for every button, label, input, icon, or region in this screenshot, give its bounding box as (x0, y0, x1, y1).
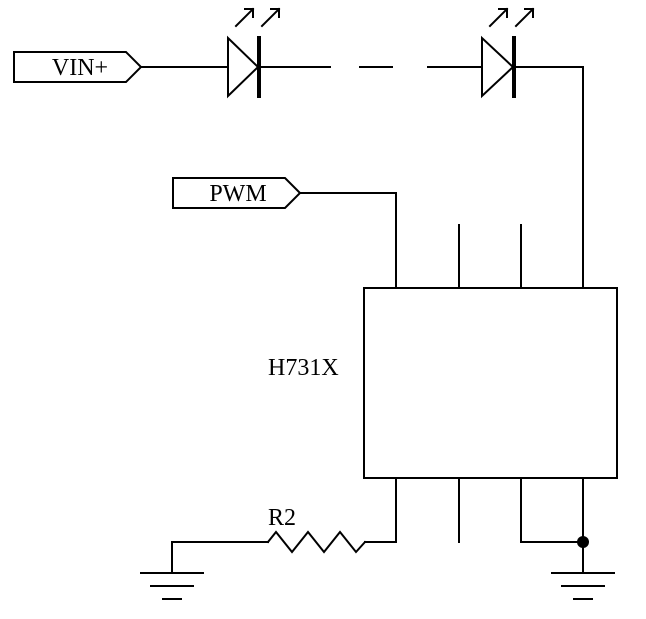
resistor-r2: R2 (171, 505, 397, 574)
vin-label: VIN+ (52, 55, 108, 81)
ic-pin-bottom-3 (520, 477, 584, 543)
led-2-emission-arrows (488, 7, 535, 28)
pwm-port: PWM (172, 177, 302, 209)
r2-zigzag (266, 530, 367, 554)
led-1 (227, 7, 281, 99)
pwm-wire (299, 192, 397, 289)
led-2 (481, 7, 535, 99)
led-1-emission-arrows (234, 7, 281, 28)
vin-port: VIN+ (13, 51, 143, 83)
ic-h731x (363, 224, 618, 543)
r2-wire-left (171, 541, 269, 574)
ground-right-symbol (551, 572, 615, 600)
ground-left-symbol (140, 572, 204, 600)
r2-label: R2 (268, 505, 296, 531)
led-to-ic-wire (514, 66, 584, 289)
pwm-label: PWM (209, 181, 266, 207)
ic-part-label: H731X (268, 355, 339, 381)
